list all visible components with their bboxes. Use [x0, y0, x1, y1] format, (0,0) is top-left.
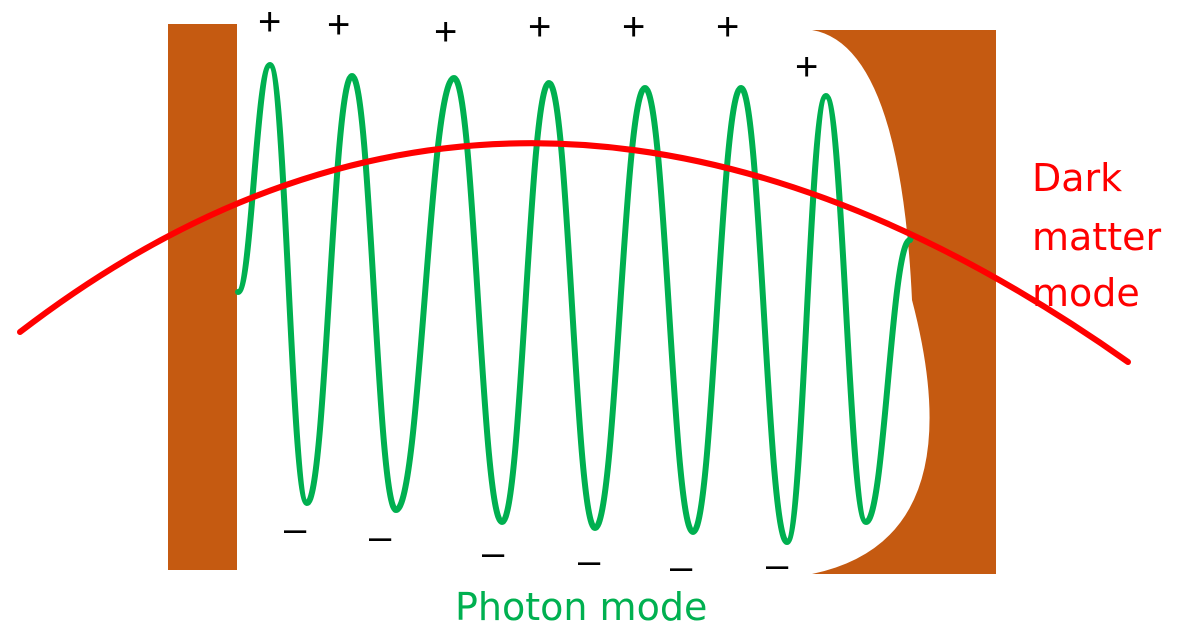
plus-sign: + [528, 5, 551, 49]
dark-matter-label-line: mode [1032, 271, 1140, 315]
minus-sign: – [284, 507, 307, 551]
dark-matter-label-line: Dark [1032, 156, 1122, 200]
minus-sign: – [766, 543, 789, 587]
minus-sign: – [482, 531, 505, 575]
plus-sign: + [327, 3, 350, 47]
plus-sign: + [622, 5, 645, 49]
plus-sign: + [716, 5, 739, 49]
minus-sign: – [578, 539, 601, 583]
plus-sign: + [434, 10, 457, 54]
curved-mirror [812, 30, 996, 574]
dark-matter-mode-wave [17, 140, 1131, 365]
minus-sign: – [670, 545, 693, 589]
photon-mode-wave [235, 62, 915, 545]
plus-sign: + [258, 0, 281, 44]
dark-matter-label: Dark matter mode [1032, 156, 1173, 315]
dark-matter-label-line: matter [1032, 215, 1161, 259]
flat-mirror [168, 24, 237, 570]
minus-sign: – [369, 515, 392, 559]
plus-sign: + [795, 45, 818, 89]
photon-mode-label: Photon mode [455, 585, 707, 625]
